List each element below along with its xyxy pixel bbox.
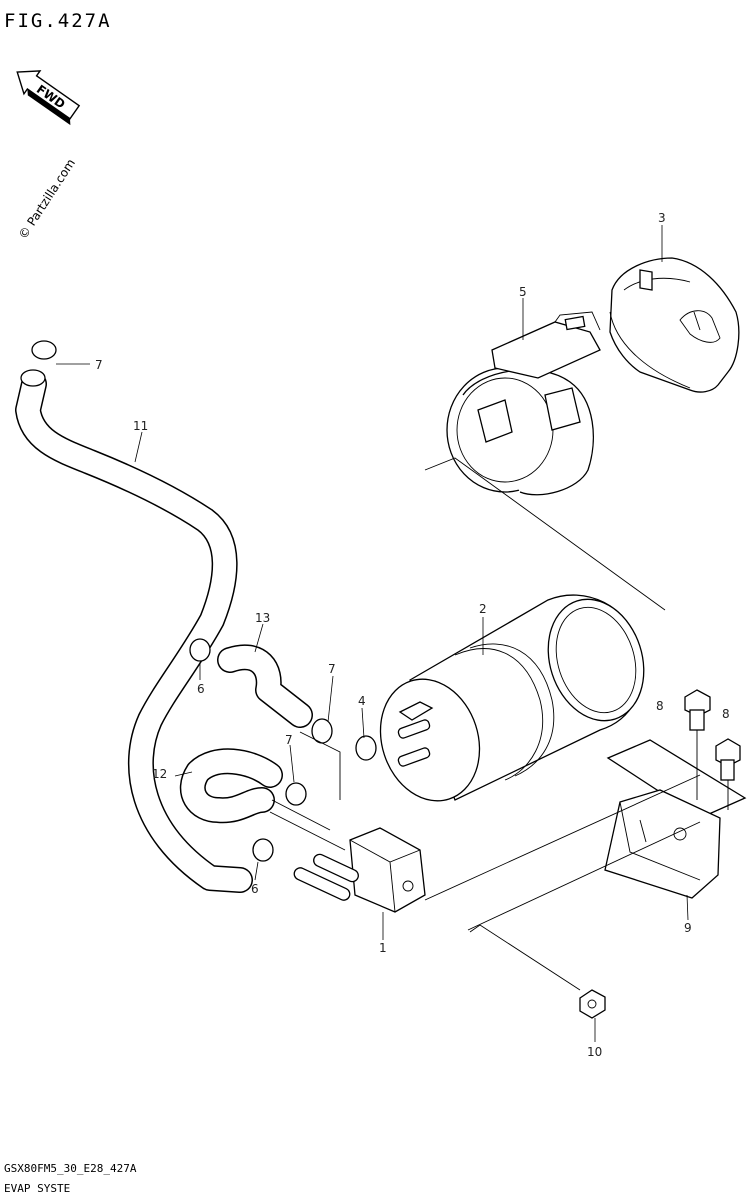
part-9-bracket [604,739,747,899]
part-8-bolts [684,689,741,781]
callout-12: 12 [152,767,167,781]
part-10-nut [579,989,606,1019]
callout-11: 11 [133,419,148,433]
footer-name: EVAP SYSTE [4,1182,70,1195]
clips [31,340,377,862]
callout-13: 13 [255,611,270,625]
callout-7b: 7 [328,662,336,676]
callout-6b: 6 [251,882,259,896]
part-13-hose [217,644,313,728]
part-3-cover [609,257,740,393]
callout-1: 1 [379,941,387,955]
callout-2: 2 [479,602,487,616]
callout-9: 9 [684,921,692,935]
assembly-lines [269,457,729,991]
callout-8b: 8 [722,707,730,721]
callout-8a: 8 [656,699,664,713]
watermark: © Partzilla.com [16,156,78,241]
callout-6a: 6 [197,682,205,696]
callout-5: 5 [519,285,527,299]
part-5-band [446,311,601,496]
leader-lines [56,225,689,1042]
part-12-hose [179,748,283,824]
part-11-long-hose [15,369,253,893]
callout-10: 10 [587,1045,602,1059]
forward-arrow-icon: FWD [16,70,81,126]
callout-numbers: 1 2 3 4 5 6 6 7 7 7 8 8 9 10 11 12 13 [95,211,730,1059]
callout-7a: 7 [95,358,103,372]
figure-title: FIG.427A [4,10,112,32]
callout-3: 3 [658,211,666,225]
callout-4: 4 [358,694,366,708]
part-1-valve [293,827,426,913]
callout-7c: 7 [285,733,293,747]
part-2-canister [379,594,645,802]
footer-code: GSX80FM5_30_E28_427A [4,1162,137,1175]
